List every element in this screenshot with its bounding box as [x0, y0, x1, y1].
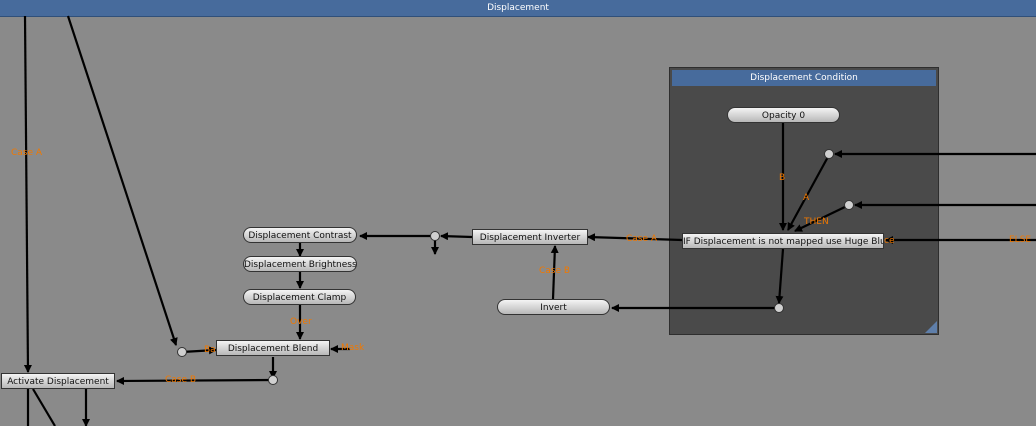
reroute-dot	[177, 347, 187, 357]
resize-handle[interactable]	[925, 321, 937, 333]
wire	[116, 376, 274, 385]
wire	[587, 233, 683, 242]
label-case-a: Case A	[11, 148, 43, 158]
node-displacement-contrast[interactable]: Displacement Contrast	[243, 227, 357, 243]
label-base: Ba	[204, 345, 216, 355]
label-then: THEN	[804, 217, 829, 227]
node-displacement-clamp[interactable]: Displacement Clamp	[243, 289, 356, 305]
label-mask: Mask	[341, 343, 365, 353]
reroute-dot	[268, 375, 278, 385]
wire	[23, 15, 32, 373]
node-displacement-inverter[interactable]: Displacement Inverter	[472, 229, 588, 245]
wire	[550, 245, 559, 300]
wire	[775, 248, 785, 304]
label-source-partial: ce	[884, 236, 895, 246]
reroute-dot	[774, 303, 784, 313]
reroute-dot	[430, 231, 440, 241]
label-else: ELSE	[1009, 235, 1032, 245]
wire	[181, 346, 217, 355]
wire	[440, 232, 473, 241]
label-over: Over	[290, 317, 312, 327]
node-displacement-blend[interactable]: Displacement Blend	[216, 340, 330, 356]
reroute-dot	[824, 149, 834, 159]
label-case-b-inverter: Case B	[539, 266, 571, 276]
node-activate-displacement[interactable]: Activate Displacement	[1, 373, 115, 389]
label-a: A	[803, 193, 810, 203]
wire	[794, 204, 850, 232]
wire	[32, 388, 56, 426]
group-title: Displacement Condition	[672, 70, 936, 86]
reroute-dot	[844, 200, 854, 210]
node-condition[interactable]: IF Displacement is not mapped use Huge B…	[682, 233, 884, 249]
window-title: Displacement	[0, 0, 1036, 17]
node-displacement-brightness[interactable]: Displacement Brightness	[243, 256, 357, 272]
label-case-b: Case B	[165, 375, 197, 385]
wire	[66, 15, 178, 346]
label-b: B	[779, 173, 786, 183]
node-opacity-0[interactable]: Opacity 0	[727, 107, 840, 123]
node-invert[interactable]: Invert	[497, 299, 610, 315]
label-case-a-inverter: Case A	[626, 234, 658, 244]
wire	[787, 154, 830, 231]
